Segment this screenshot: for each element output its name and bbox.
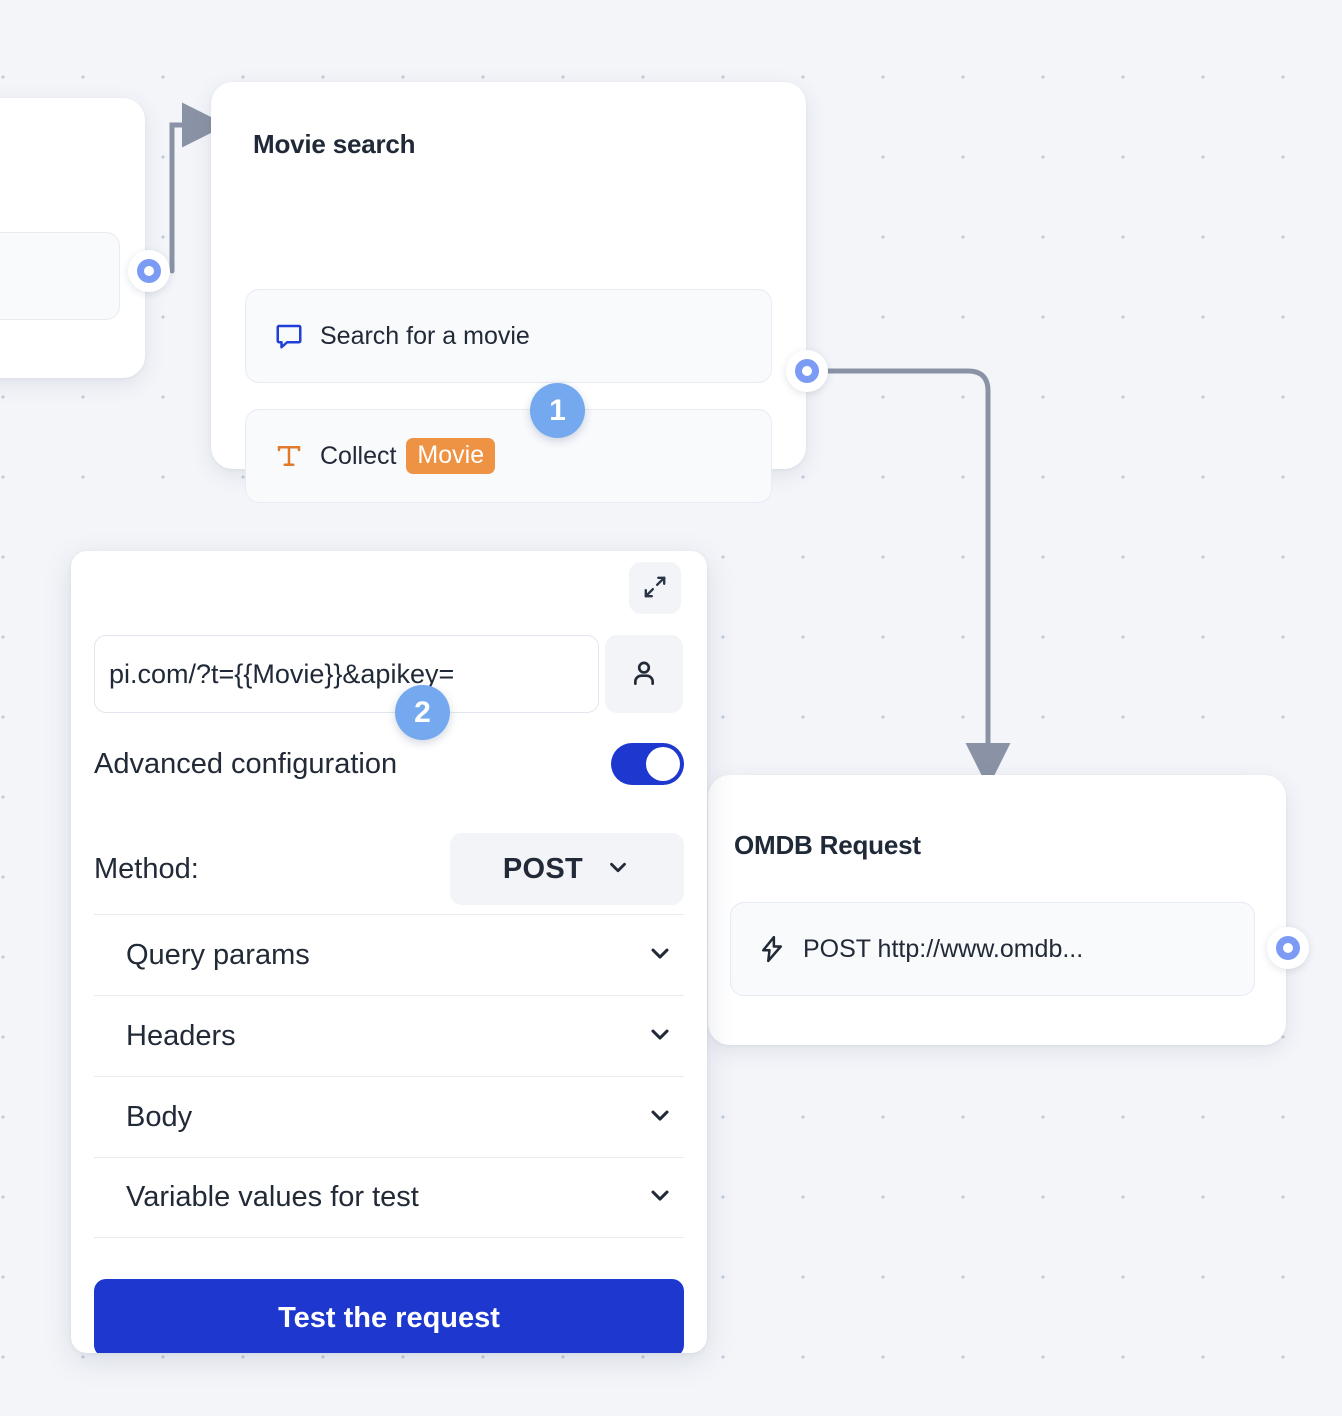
node-movie-search[interactable]: Movie search Search for a movie — [211, 82, 806, 503]
chevron-down-icon — [646, 939, 674, 972]
previous-node[interactable] — [0, 98, 145, 378]
url-row[interactable] — [94, 635, 683, 713]
method-selected-value: POST — [502, 852, 584, 885]
page-title-movie-search: Movie search — [253, 129, 416, 159]
method-select[interactable]: POST — [450, 833, 684, 905]
advanced-configuration-toggle[interactable] — [611, 743, 684, 785]
configuration-sections: Query params Headers Body — [94, 914, 684, 1238]
section-variable-values-for-test[interactable]: Variable values for test — [94, 1157, 684, 1238]
request-url-input[interactable] — [94, 635, 599, 713]
omdb-row-request-label: POST http://www.omdb... — [803, 934, 1084, 963]
variable-chip-movie[interactable]: Movie — [406, 438, 496, 474]
previous-node-row[interactable] — [0, 232, 120, 320]
connector-port-movie-search-output[interactable] — [786, 350, 828, 392]
edge-movie-search-to-omdb — [825, 368, 1011, 788]
expand-diagonal-icon — [642, 574, 668, 603]
edge-prev-to-movie-search — [169, 102, 227, 274]
advanced-configuration-row: Advanced configuration — [94, 743, 684, 785]
lightning-bolt-icon — [757, 934, 787, 964]
request-config-panel[interactable]: Advanced configuration Method: POST Quer… — [71, 551, 707, 1353]
page-title-omdb-request: OMDB Request — [734, 830, 921, 860]
section-headers-label: Headers — [126, 1019, 236, 1052]
authorization-button[interactable] — [605, 635, 683, 713]
connector-port-omdb-output[interactable] — [1267, 927, 1309, 969]
step-badge-2: 2 — [395, 685, 450, 740]
chevron-down-icon — [646, 1181, 674, 1214]
section-headers[interactable]: Headers — [94, 995, 684, 1076]
text-format-icon — [274, 441, 304, 471]
expand-diagonal-icon-button[interactable] — [629, 562, 681, 614]
movie-search-row-search-label: Search for a movie — [320, 321, 530, 350]
chevron-down-icon — [646, 1020, 674, 1053]
advanced-configuration-label: Advanced configuration — [94, 747, 398, 780]
message-icon — [274, 321, 304, 351]
section-body-label: Body — [126, 1100, 193, 1133]
movie-search-row-collect[interactable]: Collect Movie — [245, 409, 772, 503]
test-the-request-button[interactable]: Test the request — [94, 1279, 684, 1353]
node-omdb-request[interactable]: OMDB Request POST http://www.omdb... — [694, 775, 1286, 1045]
connector-port-previous-output[interactable] — [128, 250, 170, 292]
step-badge-1: 1 — [530, 383, 585, 438]
omdb-row-request[interactable]: POST http://www.omdb... — [730, 902, 1255, 996]
method-row: Method: POST — [94, 833, 684, 905]
method-label: Method: — [94, 852, 199, 885]
chevron-down-icon — [646, 1101, 674, 1134]
person-icon — [628, 657, 660, 692]
section-query-params[interactable]: Query params — [94, 914, 684, 995]
movie-search-row-search[interactable]: Search for a movie — [245, 289, 772, 383]
movie-search-row-collect-label: Collect Movie — [320, 438, 496, 474]
collect-prefix-text: Collect — [320, 441, 397, 470]
section-body[interactable]: Body — [94, 1076, 684, 1157]
section-variable-values-for-test-label: Variable values for test — [126, 1181, 419, 1213]
chevron-down-icon — [605, 854, 631, 885]
section-query-params-label: Query params — [126, 938, 310, 971]
